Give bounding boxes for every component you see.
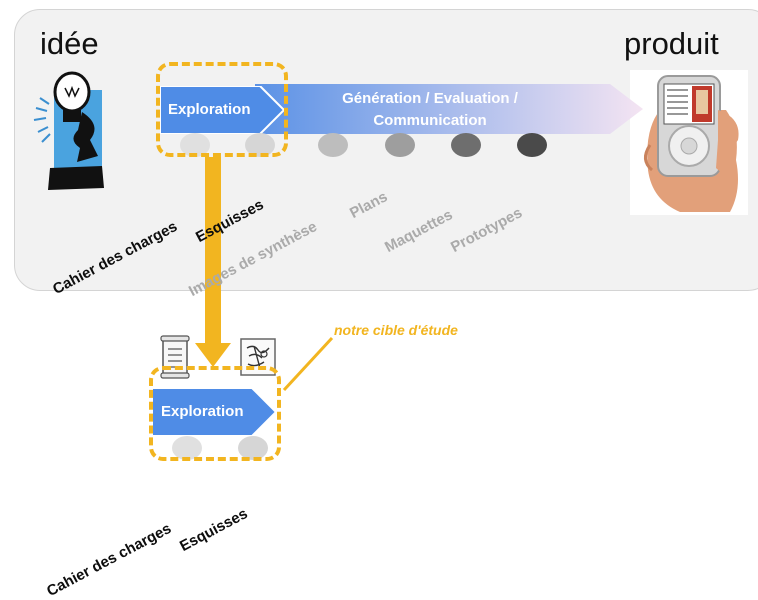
exploration-highlight-top: [156, 62, 288, 157]
stage-label-esquisses-bottom: Esquisses: [177, 505, 251, 556]
stage-dot-prototypes: [517, 133, 547, 157]
exploration-arrow-bottom: [152, 388, 278, 436]
exploration-highlight-bottom: [149, 366, 281, 461]
generation-arrow: [255, 84, 643, 134]
generation-label-line1: Génération / Evaluation /: [342, 90, 518, 107]
study-target-note: notre cible d'étude: [334, 322, 458, 338]
stage-dot-images: [318, 133, 348, 157]
stage-label-cahier-bottom: Cahier des charges: [44, 520, 175, 600]
lightbulb-idea-icon: [33, 71, 104, 190]
product-title: produit: [624, 26, 719, 61]
idea-title: idée: [40, 26, 99, 61]
stage-dot-cahier-bottom: [172, 436, 202, 460]
stage-dot-maquettes: [451, 133, 481, 157]
stage-dot-plans: [385, 133, 415, 157]
exploration-label-bottom: Exploration: [161, 403, 244, 420]
exploration-arrow: [160, 86, 286, 134]
stage-dot-esquisses-bottom: [238, 436, 268, 460]
annotation-pointer: [282, 336, 334, 392]
ipod-in-hand-icon: [630, 70, 748, 215]
generation-label-line2: Communication: [373, 112, 487, 129]
focus-down-arrow: [195, 157, 231, 367]
exploration-label: Exploration: [168, 101, 251, 118]
